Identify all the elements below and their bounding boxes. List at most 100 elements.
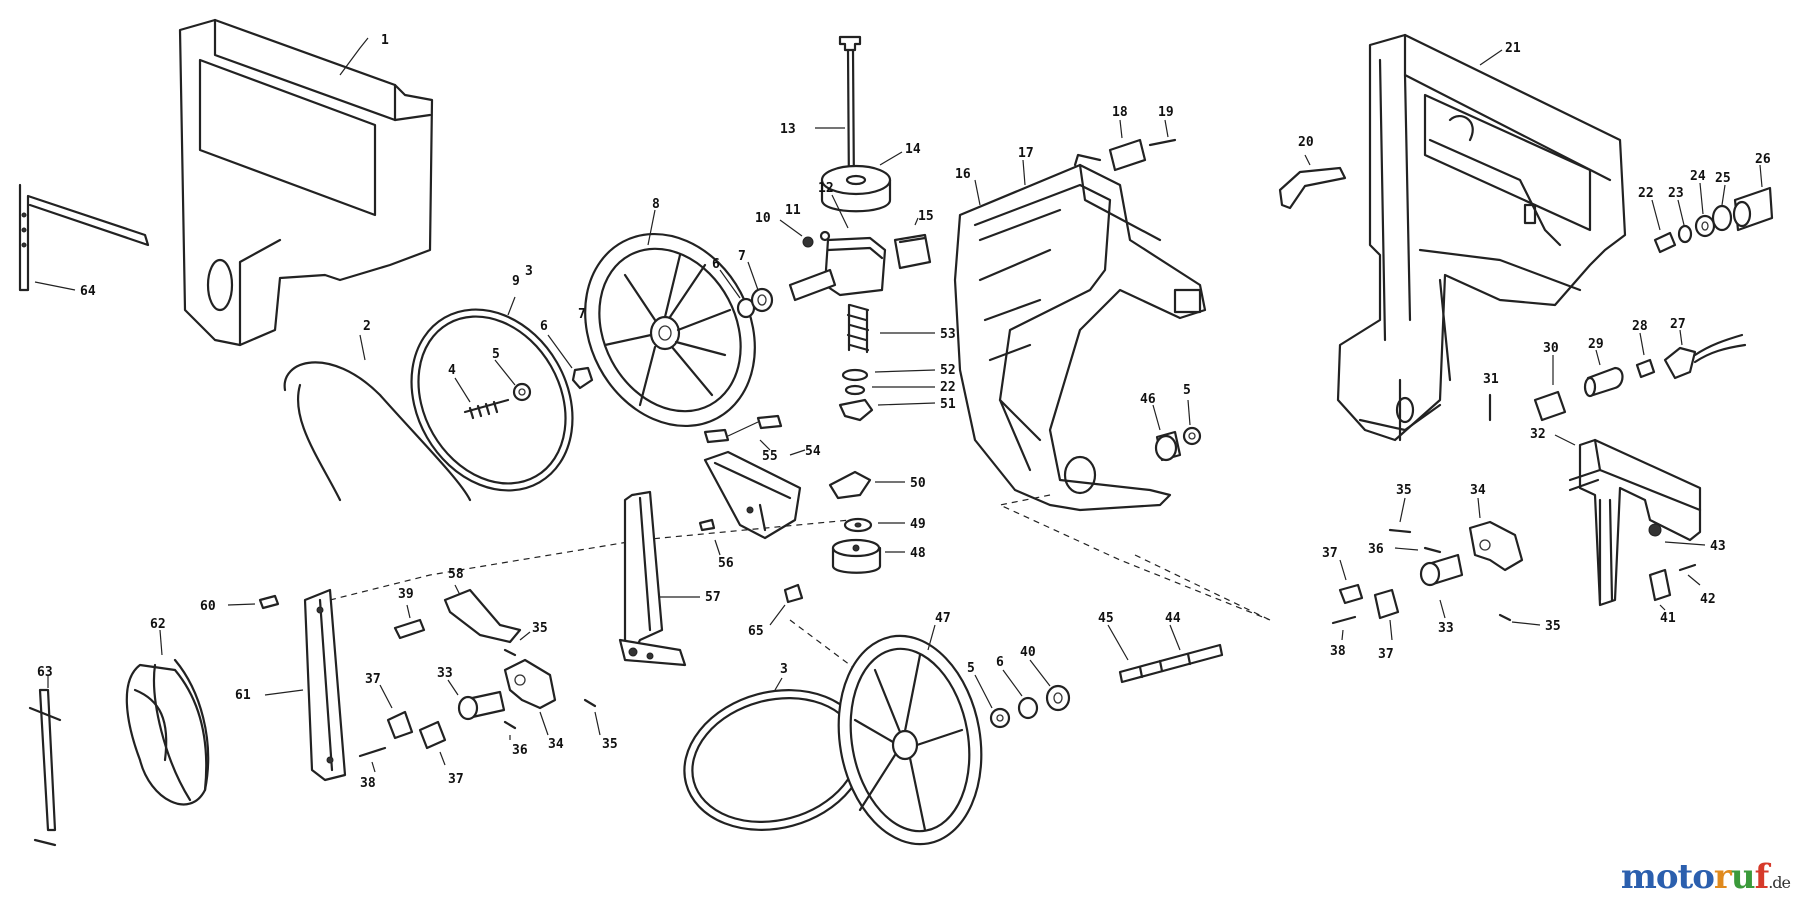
watermark-letter: o xyxy=(1655,857,1679,897)
label-50: 50 xyxy=(910,476,926,491)
assembly-leader-2 xyxy=(1134,554,1271,621)
part-40-bearing-lower xyxy=(1045,684,1071,712)
part-37-block-left-b xyxy=(418,720,447,750)
label-5a: 5 xyxy=(492,347,500,362)
part-18-plate xyxy=(1108,138,1147,172)
label-36b: 36 xyxy=(512,743,528,758)
part-6-washer-lower xyxy=(1017,696,1039,720)
part-56-screw xyxy=(698,518,716,532)
part-55-guide-blocks xyxy=(703,414,783,444)
label-51: 51 xyxy=(940,397,956,412)
part-37-block-right-b xyxy=(1373,588,1400,620)
part-32-trunnion-bracket xyxy=(1568,438,1702,607)
label-19: 19 xyxy=(1158,105,1174,120)
part-51-bracket xyxy=(838,398,874,422)
part-45-44-axle-shaft xyxy=(1118,643,1224,684)
watermark-suffix: .de xyxy=(1768,873,1791,892)
part-27-cord-plug xyxy=(1663,333,1747,380)
label-2: 2 xyxy=(363,319,371,334)
label-4: 4 xyxy=(448,363,456,378)
part-33-bearing-right xyxy=(1419,553,1464,587)
label-33b: 33 xyxy=(437,666,453,681)
label-36a: 36 xyxy=(1368,542,1384,557)
label-28: 28 xyxy=(1632,319,1648,334)
part-57-lower-guide-post xyxy=(618,490,687,667)
label-53: 53 xyxy=(940,327,956,342)
part-24-nut xyxy=(1694,214,1716,238)
label-42: 42 xyxy=(1700,592,1716,607)
label-54: 54 xyxy=(805,444,821,459)
label-10: 10 xyxy=(755,211,771,226)
label-62: 62 xyxy=(150,617,166,632)
label-61: 61 xyxy=(235,688,251,703)
part-26-switch xyxy=(1732,186,1774,232)
part-35-setscrew-left-bottom xyxy=(583,698,597,708)
part-35-setscrew-top-right xyxy=(1388,528,1412,534)
part-64-bracket xyxy=(18,183,150,292)
watermark-letter: o xyxy=(1692,857,1715,897)
assembly-leader-4 xyxy=(789,619,871,681)
label-45: 45 xyxy=(1098,611,1114,626)
label-23: 23 xyxy=(1668,186,1684,201)
label-9: 9 xyxy=(512,274,520,289)
part-5-nut-upper xyxy=(512,382,532,402)
watermark-letter: r xyxy=(1713,857,1732,897)
part-36-pin-right xyxy=(1423,546,1442,554)
part-49-nut xyxy=(843,517,873,533)
part-62-tire-strips xyxy=(125,658,210,806)
watermark-letter: m xyxy=(1620,857,1657,897)
part-2-blade xyxy=(283,361,472,502)
assembly-leader-3 xyxy=(329,519,851,601)
label-21: 21 xyxy=(1505,41,1521,56)
label-46: 46 xyxy=(1140,392,1156,407)
watermark-letter: f xyxy=(1754,857,1770,897)
part-1-upper-cover xyxy=(178,18,434,347)
part-41-lever xyxy=(1648,568,1672,602)
label-47: 47 xyxy=(935,611,951,626)
label-33a: 33 xyxy=(1438,621,1454,636)
part-23-washer xyxy=(1677,224,1693,244)
label-65: 65 xyxy=(748,624,764,639)
label-37a: 37 xyxy=(1322,546,1338,561)
label-12: 12 xyxy=(818,181,834,196)
label-64: 64 xyxy=(80,284,96,299)
part-53-spring xyxy=(846,303,870,354)
label-27: 27 xyxy=(1670,317,1686,332)
part-42-screw xyxy=(1678,563,1697,572)
label-13: 13 xyxy=(780,122,796,137)
label-34a: 34 xyxy=(1470,483,1486,498)
label-37b: 37 xyxy=(1378,647,1394,662)
label-17: 17 xyxy=(1018,146,1034,161)
part-12-tension-block xyxy=(788,236,887,302)
label-6c: 6 xyxy=(996,655,1004,670)
part-6-washer-upper xyxy=(571,366,594,390)
part-21-lower-frame xyxy=(1336,33,1627,442)
part-19-screw xyxy=(1148,138,1177,147)
label-3b: 3 xyxy=(780,662,788,677)
part-17-upper-frame xyxy=(953,153,1207,512)
part-35-setscrew-left-top xyxy=(503,648,517,657)
label-26: 26 xyxy=(1755,152,1771,167)
part-5-nut-frame xyxy=(1182,426,1202,446)
label-11: 11 xyxy=(785,203,801,218)
watermark-letter: u xyxy=(1730,857,1756,897)
label-38a: 38 xyxy=(1330,644,1346,659)
assembly-leader-1 xyxy=(998,494,1271,621)
label-16: 16 xyxy=(955,167,971,182)
label-14: 14 xyxy=(905,142,921,157)
part-58-bracket xyxy=(443,588,522,644)
label-29: 29 xyxy=(1588,337,1604,352)
part-60-screw xyxy=(258,594,280,610)
part-9-tire xyxy=(410,308,574,492)
label-7b: 7 xyxy=(738,249,746,264)
label-35b: 35 xyxy=(1545,619,1561,634)
part-11-pin xyxy=(819,230,831,242)
watermark-letter: t xyxy=(1677,857,1694,897)
part-35-setscrew-bottom-right xyxy=(1498,613,1512,622)
part-39-screw xyxy=(393,618,426,640)
label-55: 55 xyxy=(762,449,778,464)
label-43: 43 xyxy=(1710,539,1726,554)
label-37d: 37 xyxy=(448,772,464,787)
label-48: 48 xyxy=(910,546,926,561)
label-22b: 22 xyxy=(1638,186,1654,201)
